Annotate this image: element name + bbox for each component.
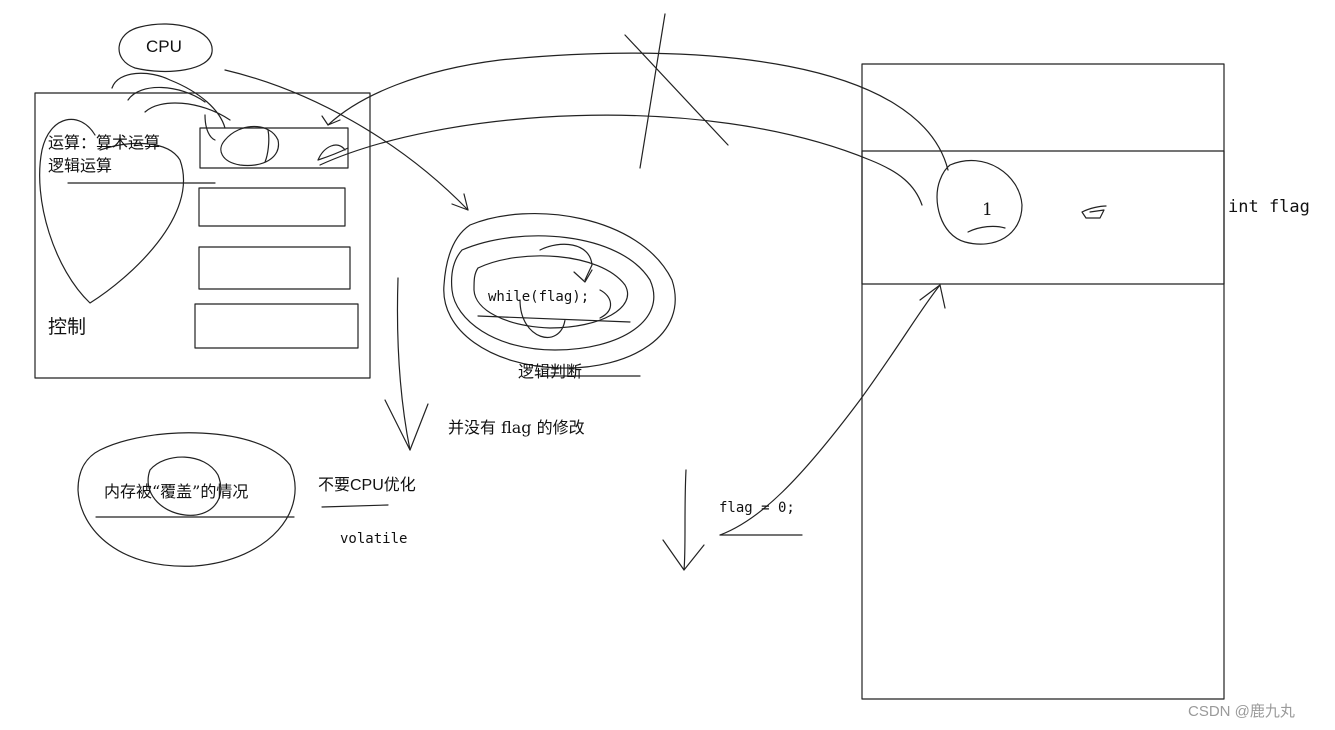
register-mark: [317, 144, 349, 161]
control-label: 控制: [48, 316, 87, 338]
register-circle-scribble: [220, 126, 280, 167]
arrow-memory-to-cpu: [327, 52, 949, 171]
alu-label-line1: 运算：算术运算: [48, 133, 161, 152]
memory-value-circle: [936, 159, 1023, 245]
memory-value-scribble: [967, 225, 1006, 233]
cpu-top-scribble: [111, 72, 231, 141]
register-3: [198, 246, 351, 290]
memory-zero-mark: [1081, 205, 1107, 219]
cache-cover-ellipse: [77, 432, 296, 567]
no-modify-note: 并没有 flag 的修改: [448, 418, 585, 437]
arrow-assign-to-memory-head: [919, 284, 946, 309]
watermark: CSDN @鹿九丸: [1188, 703, 1295, 720]
arrow-memory-to-cpu-head: [321, 115, 341, 126]
volatile-keyword: volatile: [340, 531, 408, 547]
loop-bracket: [599, 289, 612, 319]
no-optimize-note: 不要CPU优化: [318, 477, 416, 494]
loop-ellipse-outer: [443, 212, 676, 369]
cpu-box: [34, 92, 371, 379]
cpu-title: CPU: [146, 37, 182, 56]
assign-statement: flag = 0;: [719, 500, 795, 516]
loop-code: while(flag);: [488, 289, 590, 305]
down-arrow-right-head: [662, 539, 705, 571]
loop-ellipse-inner: [473, 255, 628, 329]
memory-value: 1: [982, 200, 993, 220]
memory-box: [861, 63, 1225, 700]
cross-stroke-2: [624, 34, 729, 146]
loop-arrow-scribble: [477, 243, 631, 338]
arrow-cpu-to-memory: [319, 114, 923, 206]
down-arrow-left-head: [384, 399, 429, 451]
arrow-assign-to-memory: [719, 284, 941, 536]
arrow-cpu-to-loop: [224, 69, 469, 211]
memory-cell-flag: [861, 150, 1225, 285]
alu-label-line2: 逻辑运算: [48, 156, 113, 175]
alu-scribble: [39, 118, 185, 304]
cache-cover-note: 内存被“覆盖”的情况: [104, 482, 249, 501]
down-arrow-right: [683, 469, 687, 571]
arrow-cpu-to-loop-head: [451, 193, 469, 211]
memory-variable: int flag: [1228, 197, 1310, 217]
register-2: [198, 187, 346, 227]
loop-ellipse-mid: [450, 235, 655, 351]
loop-caption: 逻辑判断: [518, 362, 583, 381]
cache-cover-inner-scribble: [147, 456, 222, 516]
cross-stroke-1: [639, 13, 666, 169]
no-optimize-underline: [321, 504, 389, 508]
down-arrow-left: [396, 277, 411, 451]
cpu-label-ellipse: [118, 23, 213, 73]
register-4: [194, 303, 359, 349]
